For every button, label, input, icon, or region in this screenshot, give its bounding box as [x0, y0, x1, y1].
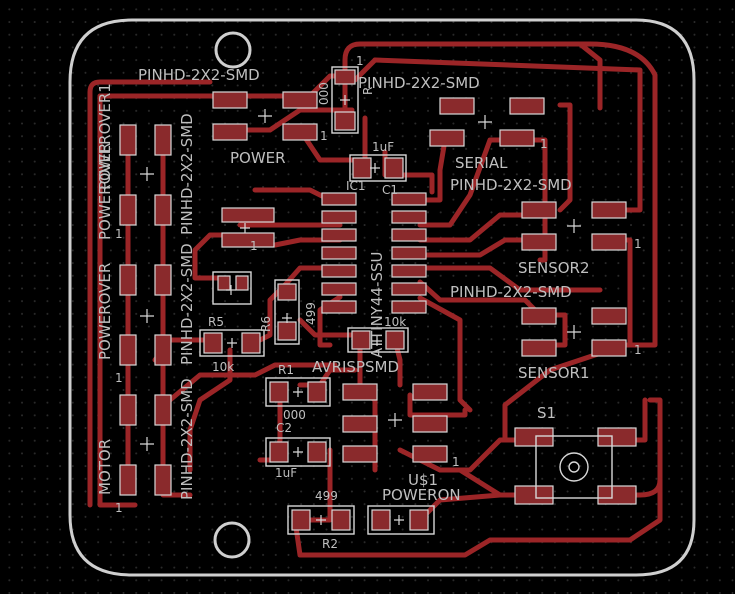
- pin1-marker-power: 1: [320, 129, 328, 143]
- label-us1: U$1: [408, 471, 438, 489]
- label-10k-mid: 10k: [384, 315, 406, 329]
- silkscreen-labels: PINHD-2X2-SMD PINHD-2X2-SMD POWER SERIAL…: [96, 54, 642, 551]
- label-c2: C2: [276, 421, 292, 435]
- label-attiny: ATTINY44-SSU: [368, 252, 386, 359]
- label-powerover-a: POWEROVER: [96, 143, 114, 240]
- label-r-top-val: 000: [317, 82, 331, 105]
- label-pinhd-vert-3: PINHD-2X2-SMD: [178, 378, 196, 500]
- label-c1: C1: [382, 183, 398, 197]
- label-pinhd-vert-2: PINHD-2X2-SMD: [178, 243, 196, 365]
- label-r1-val: 000: [283, 408, 306, 422]
- label-powerover1: POWEROVER1: [96, 83, 114, 190]
- pin1-marker-top-right: 1: [356, 54, 364, 68]
- label-sensor1: SENSOR1: [518, 364, 590, 382]
- label-s1: S1: [537, 404, 556, 422]
- label-serial: SERIAL: [455, 154, 508, 172]
- label-r2: R2: [322, 537, 338, 551]
- label-r5-val: 10k: [212, 360, 234, 374]
- label-powerover-b: POWEROVER: [96, 263, 114, 360]
- label-cap-1uf-top: 1uF: [372, 140, 394, 154]
- label-pinhd-serial: PINHD-2X2-SMD: [450, 176, 572, 194]
- label-poweron: POWERON: [382, 486, 461, 504]
- pin1-marker-motor: 1: [115, 501, 123, 515]
- label-r6: R6: [259, 316, 273, 332]
- label-pinhd-top-left: PINHD-2X2-SMD: [138, 66, 260, 84]
- label-r6-val: 499: [304, 302, 318, 325]
- label-r5: R5: [208, 315, 224, 329]
- copper-traces: [87, 41, 663, 558]
- label-ic1: IC1: [346, 179, 366, 193]
- pin1-marker-left-b: 1: [115, 371, 123, 385]
- label-power: POWER: [230, 149, 286, 167]
- label-motor: MOTOR: [96, 439, 114, 495]
- label-pinhd-sensor1: PINHD-2X2-SMD: [450, 283, 572, 301]
- label-pinhd-top-right: PINHD-2X2-SMD: [358, 74, 480, 92]
- smd-pads: [119, 66, 637, 535]
- origin-crosshairs: [140, 95, 581, 525]
- label-avrisp: AVRISPSMD: [312, 358, 399, 376]
- label-r-top: R: [361, 87, 375, 95]
- pin1-marker-sensor2: 1: [634, 237, 642, 251]
- mount-hole-bottom: [213, 521, 251, 559]
- pin1-marker-small: 1: [250, 239, 258, 253]
- label-cap-1uf-bottom: 1uF: [275, 466, 297, 480]
- board-outline: [68, 18, 696, 577]
- pin1-marker-serial: 1: [540, 137, 548, 151]
- label-pinhd-vert-1: PINHD-2X2-SMD: [178, 113, 196, 235]
- label-sensor2: SENSOR2: [518, 259, 590, 277]
- pin1-marker-sensor1: 1: [634, 343, 642, 357]
- mount-hole-top: [214, 31, 252, 69]
- pin1-marker-avrisp: 1: [452, 455, 460, 469]
- label-r2-val: 499: [315, 489, 338, 503]
- pin1-marker-left-a: 1: [115, 227, 123, 241]
- label-r1: R1: [278, 363, 294, 377]
